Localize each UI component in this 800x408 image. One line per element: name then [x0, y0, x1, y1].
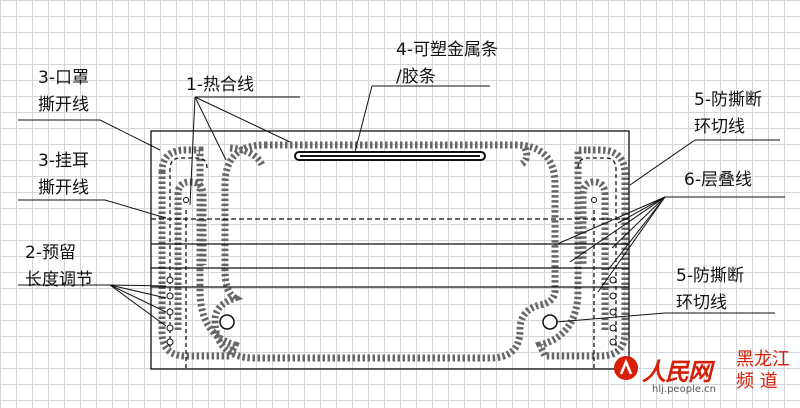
ring-hole-right: [542, 314, 558, 330]
label-metal-strip-1: 4-可塑金属条: [396, 40, 498, 60]
label-anti-tear-top: 5-防撕断 环切线: [694, 87, 762, 141]
label-mask-tear-line: 3-口罩 撕开线: [38, 65, 89, 119]
ring-hole-left: [219, 314, 235, 330]
heat-seal-top-corner-right: [518, 146, 531, 169]
metal-strip-core: [300, 155, 480, 157]
people-logo-icon: [614, 356, 638, 380]
label-anti-tear-top-2: 环切线: [694, 117, 745, 137]
heat-seal-right: [535, 146, 629, 360]
label-reserved-length-2: 长度调节: [25, 270, 93, 290]
watermark-url: hlj.people.cn: [652, 384, 716, 395]
label-anti-tear-bottom-2: 环切线: [676, 293, 727, 313]
label-stack-line: 6-层叠线: [684, 170, 752, 190]
stack-lines: [151, 218, 629, 288]
ear-loop-left: [174, 178, 207, 330]
label-anti-tear-bottom-1: 5-防撕断: [676, 266, 744, 286]
watermark-brand: 人民网: [642, 358, 712, 386]
label-reserved-length: 2-预留 长度调节: [25, 240, 93, 294]
mask-outline: [150, 130, 630, 370]
label-ear-tear-line-1: 3-挂耳: [38, 151, 89, 171]
heat-seal-left: [158, 146, 240, 360]
heat-seal-top-corner-left: [229, 144, 266, 167]
label-ear-tear-line-2: 撕开线: [38, 178, 89, 198]
side-dash-lines: [185, 210, 595, 369]
label-metal-strip-2: /胶条: [396, 67, 436, 87]
label-anti-tear-bottom: 5-防撕断 环切线: [676, 263, 744, 317]
label-reserved-length-1: 2-预留: [25, 243, 76, 263]
label-metal-strip: 4-可塑金属条 /胶条: [396, 37, 498, 91]
label-mask-tear-line-1: 3-口罩: [38, 68, 89, 88]
ear-loops: [174, 178, 609, 330]
watermark-channel-1: 黑龙江: [736, 349, 790, 370]
label-anti-tear-top-1: 5-防撕断: [694, 90, 762, 110]
adjust-holes: [166, 197, 617, 346]
label-ear-tear-line: 3-挂耳 撕开线: [38, 148, 89, 202]
leader-lines: [18, 85, 785, 327]
anti-tear-ring-holes: [219, 314, 558, 330]
heat-seal-main: [211, 141, 559, 362]
watermark-channel-2: 频 道: [736, 371, 778, 392]
label-mask-tear-line-2: 撕开线: [38, 95, 89, 115]
people-watermark: 人民网 黑龙江 频 道 hlj.people.cn: [612, 350, 798, 406]
heat-seal-lines: [158, 141, 629, 362]
label-heat-seal-line: 1-热合线: [186, 75, 254, 95]
